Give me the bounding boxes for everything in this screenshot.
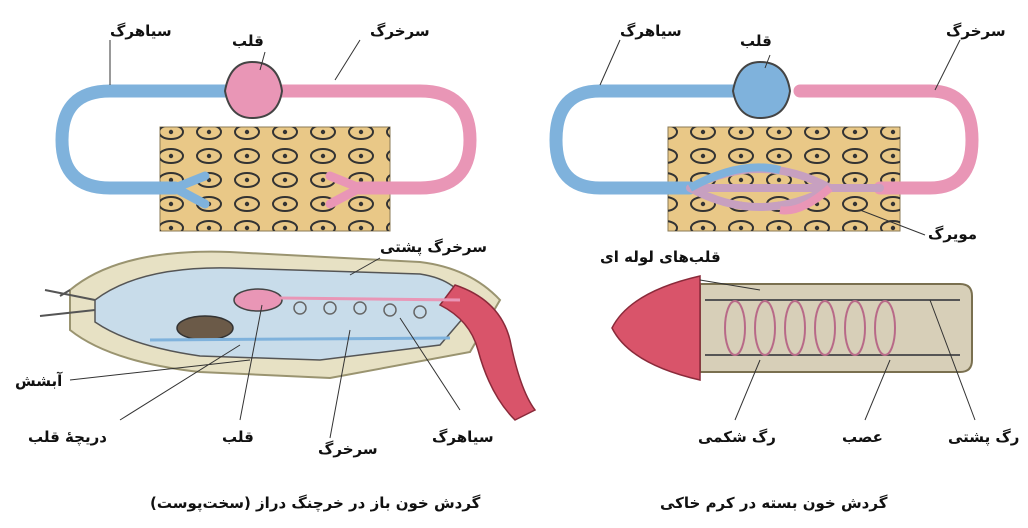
label-left-vein-bottom: سیاهرگ <box>432 428 494 446</box>
label-right-capillary: مویرگ <box>928 225 977 243</box>
crayfish-dorsal-artery <box>280 298 460 300</box>
label-left-heart-bottom: قلب <box>222 428 254 446</box>
crayfish-heart <box>234 289 282 311</box>
left-loop-diagram <box>62 62 470 231</box>
label-right-nerve: عصب <box>842 428 883 446</box>
label-right-ventral-vessel: رگ شکمی <box>698 428 776 446</box>
crayfish-ventral-vessel <box>150 338 450 340</box>
label-left-dorsal-artery: سرخرگ پشتی <box>380 238 487 256</box>
label-left-heart: قلب <box>232 32 264 50</box>
label-left-artery-bottom: سرخرگ <box>318 440 378 458</box>
label-right-heart: قلب <box>740 32 772 50</box>
label-left-artery: سرخرگ <box>370 22 430 40</box>
earthworm-head <box>612 276 700 380</box>
crayfish-illustration <box>40 252 535 438</box>
right-loop-diagram <box>556 62 972 231</box>
label-left-gill: آبشش <box>15 372 62 390</box>
earthworm-illustration <box>612 276 975 420</box>
label-right-vein: سیاهرگ <box>620 22 682 40</box>
caption-right: گردش خون بسته در کرم خاکی <box>660 494 887 512</box>
label-right-tubular-hearts: قلب‌های لوله ای <box>600 248 721 266</box>
label-left-heart-valve: دریچهٔ قلب <box>28 428 107 446</box>
left-heart-shape <box>225 62 282 118</box>
label-right-artery: سرخرگ <box>946 22 1006 40</box>
label-right-dorsal-vessel: رگ پشتی <box>948 428 1019 446</box>
right-heart-shape <box>733 62 790 118</box>
caption-left: گردش خون باز در خرچنگ دراز (سخت‌پوست) <box>150 494 480 512</box>
label-left-vein: سیاهرگ <box>110 22 172 40</box>
crayfish-gill <box>177 316 233 340</box>
